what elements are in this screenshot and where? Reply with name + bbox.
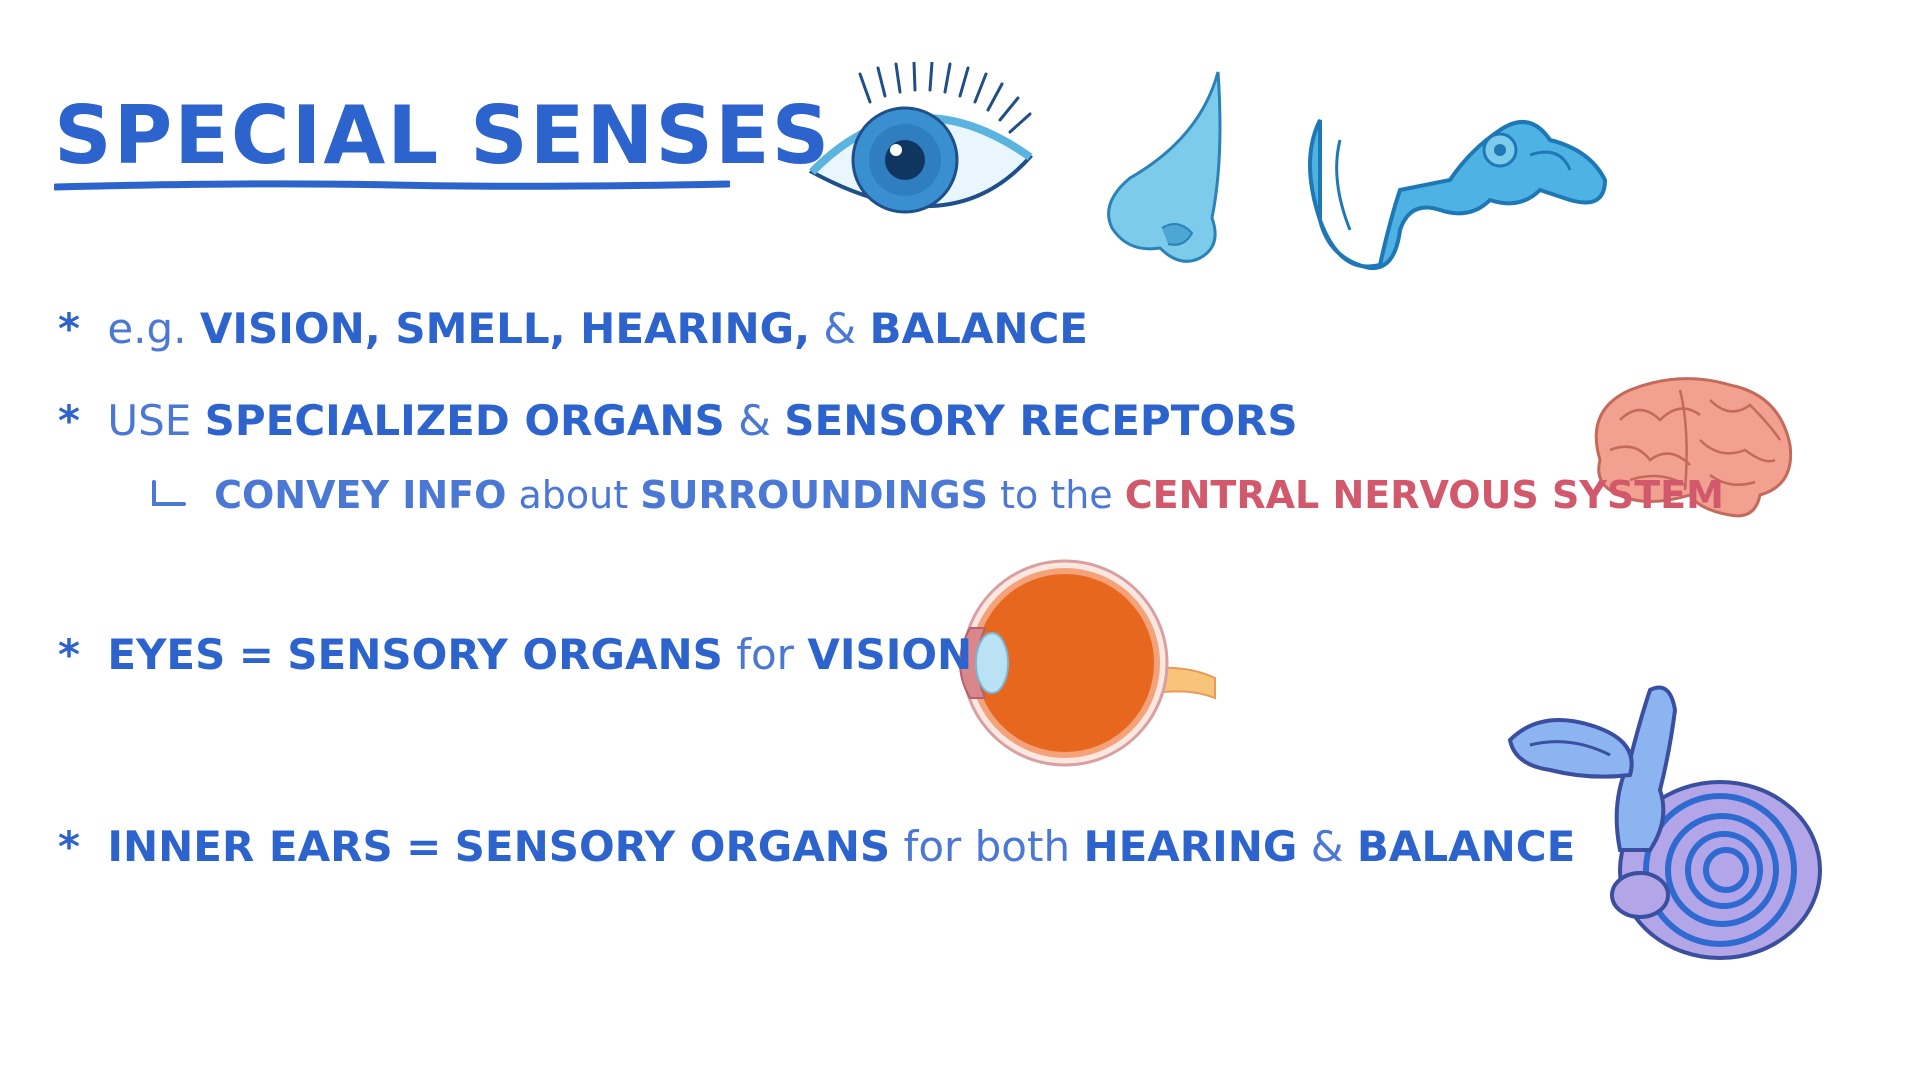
bullet-star: * [58,630,80,679]
bullet-organs: * USE SPECIALIZED ORGANS & SENSORY RECEP… [58,400,1298,442]
about-label: about [518,473,629,517]
to-the-label: to the [1000,473,1113,517]
balance-label: BALANCE [1356,822,1576,871]
sensory-receptors-label: SENSORY RECEPTORS [784,396,1298,445]
ampersand: & [738,396,771,445]
eye-icon [808,62,1033,214]
page-title: SPECIAL SENSES [54,89,832,182]
nose-icon [1107,71,1222,263]
use-label: USE [107,396,192,445]
for-both-label: for both [903,822,1071,871]
sensory-organs-label: SENSORY ORGANS [454,822,891,871]
convey-info-label: CONVEY INFO [214,473,507,517]
surroundings-label: SURROUNDINGS [640,473,988,517]
vision-label: VISION [807,630,973,679]
senses-list: VISION, SMELL, HEARING, [199,304,811,353]
cns-label: CENTRAL NERVOUS SYSTEM [1124,473,1724,517]
eyeball-cross-section-icon [959,559,1216,767]
bullet-examples: * e.g. VISION, SMELL, HEARING, & BALANCE [58,308,1088,350]
equals-sign: = [406,822,442,871]
balance-label: BALANCE [869,304,1088,353]
ampersand: & [823,304,857,353]
ampersand: & [1310,822,1344,871]
equals-sign: = [238,630,274,679]
bullet-star: * [58,304,80,353]
title-underline [54,180,730,191]
for-label: for [736,630,794,679]
hearing-label: HEARING [1083,822,1298,871]
brain-icon [1594,377,1793,518]
bullet-star: * [58,396,80,445]
sensory-organs-label: SENSORY ORGANS [287,630,723,679]
eg-label: e.g. [107,304,187,353]
sub-arrow-icon [152,480,186,506]
specialized-organs-label: SPECIALIZED ORGANS [204,396,725,445]
bullet-eyes: * EYES = SENSORY ORGANS for VISION [58,634,972,676]
inner-ears-label: INNER EARS [107,822,393,871]
sub-bullet-convey: CONVEY INFO about SURROUNDINGS to the CE… [150,476,1724,514]
ear-icon [1308,119,1608,271]
bullet-inner-ears: * INNER EARS = SENSORY ORGANS for both H… [58,826,1575,868]
eyes-label: EYES [107,630,226,679]
inner-ear-icon [1507,685,1822,960]
bullet-star: * [58,822,80,871]
